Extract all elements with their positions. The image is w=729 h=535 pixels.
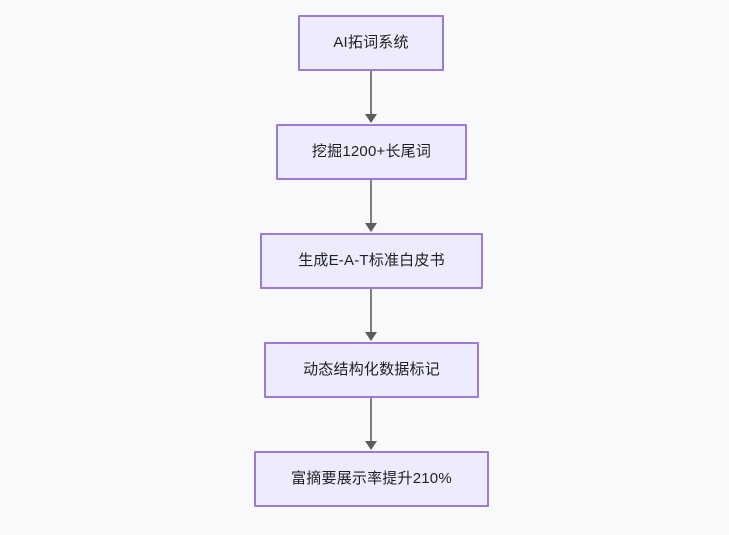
flow-edge-n1-n2 (370, 71, 372, 115)
flow-node-label: AI拓词系统 (333, 34, 409, 51)
arrow-down-icon (365, 441, 377, 450)
flow-node-label: 生成E-A-T标准白皮书 (298, 252, 445, 269)
arrow-down-icon (365, 223, 377, 232)
flow-node-label: 动态结构化数据标记 (303, 361, 440, 378)
flow-node-longtail-keywords[interactable]: 挖掘1200+长尾词 (276, 124, 467, 180)
flow-node-eat-whitepaper[interactable]: 生成E-A-T标准白皮书 (260, 233, 483, 289)
arrow-down-icon (365, 114, 377, 123)
flow-node-label: 挖掘1200+长尾词 (311, 143, 432, 160)
flow-node-rich-snippet-result[interactable]: 富摘要展示率提升210% (254, 451, 489, 507)
arrow-down-icon (365, 332, 377, 341)
flow-node-ai-keyword-system[interactable]: AI拓词系统 (298, 15, 444, 71)
flow-node-structured-data-markup[interactable]: 动态结构化数据标记 (264, 342, 479, 398)
flow-edge-n4-n5 (370, 398, 372, 442)
flow-edge-n2-n3 (370, 180, 372, 224)
flow-edge-n3-n4 (370, 289, 372, 333)
flow-node-label: 富摘要展示率提升210% (291, 470, 452, 487)
